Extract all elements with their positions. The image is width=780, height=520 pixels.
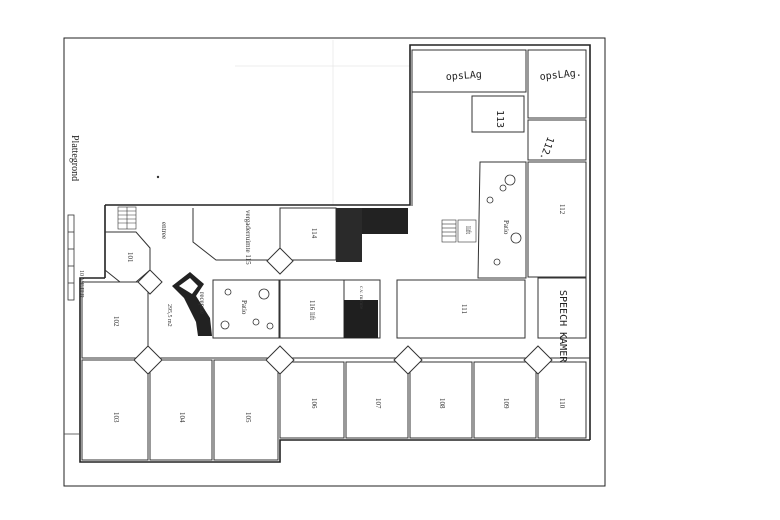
room-label: 106 <box>310 398 318 409</box>
room-label: 104 <box>178 412 186 423</box>
reception-desk-inner <box>179 278 198 294</box>
room-label: 103 <box>112 412 120 423</box>
room-label: opsLAg. <box>539 68 582 83</box>
dot-mark <box>156 175 160 179</box>
room-label: entree <box>160 222 168 239</box>
building-outline <box>79 44 591 463</box>
room-label: 114 <box>310 228 318 239</box>
page-frame <box>63 37 606 487</box>
rooms <box>81 49 590 461</box>
room-label: 102 <box>112 316 120 327</box>
room-label: 110 <box>558 398 566 409</box>
scale-label: 10 METER <box>78 270 84 298</box>
patio-plants <box>220 174 522 330</box>
room-label: Patio <box>502 220 510 235</box>
scale-bar: 10 METER <box>67 214 84 301</box>
room-label: Patio <box>240 300 248 315</box>
dark-area <box>344 300 378 338</box>
room-label: receptie <box>198 292 206 314</box>
reception-mark <box>186 280 194 288</box>
dark-area <box>336 208 362 262</box>
room-label: 113 <box>494 110 505 128</box>
room-label: 112 <box>558 204 566 215</box>
room-label: SPEECH KAMER <box>557 290 568 363</box>
room-label: opsLAg <box>445 69 482 82</box>
reception-desk <box>172 272 212 336</box>
room-label: c.v. ruimte <box>358 286 364 310</box>
room-label: 105 <box>244 412 252 423</box>
plan-title: Plattegrond <box>69 135 80 181</box>
stairs-right <box>441 219 477 243</box>
room-label: 111 <box>460 304 468 314</box>
room-label: 108 <box>438 398 446 409</box>
column-markers <box>133 247 553 375</box>
room-label: 116 lift <box>308 300 316 320</box>
room-label: vergaderruimte 115 <box>244 210 252 265</box>
room-label: 109 <box>502 398 510 409</box>
room-label: 295,5 m2 <box>166 304 172 327</box>
room-label: 101 <box>126 252 134 263</box>
room-label: 107 <box>374 398 382 409</box>
stairs-left <box>117 206 137 230</box>
room-label: lift <box>464 226 472 234</box>
